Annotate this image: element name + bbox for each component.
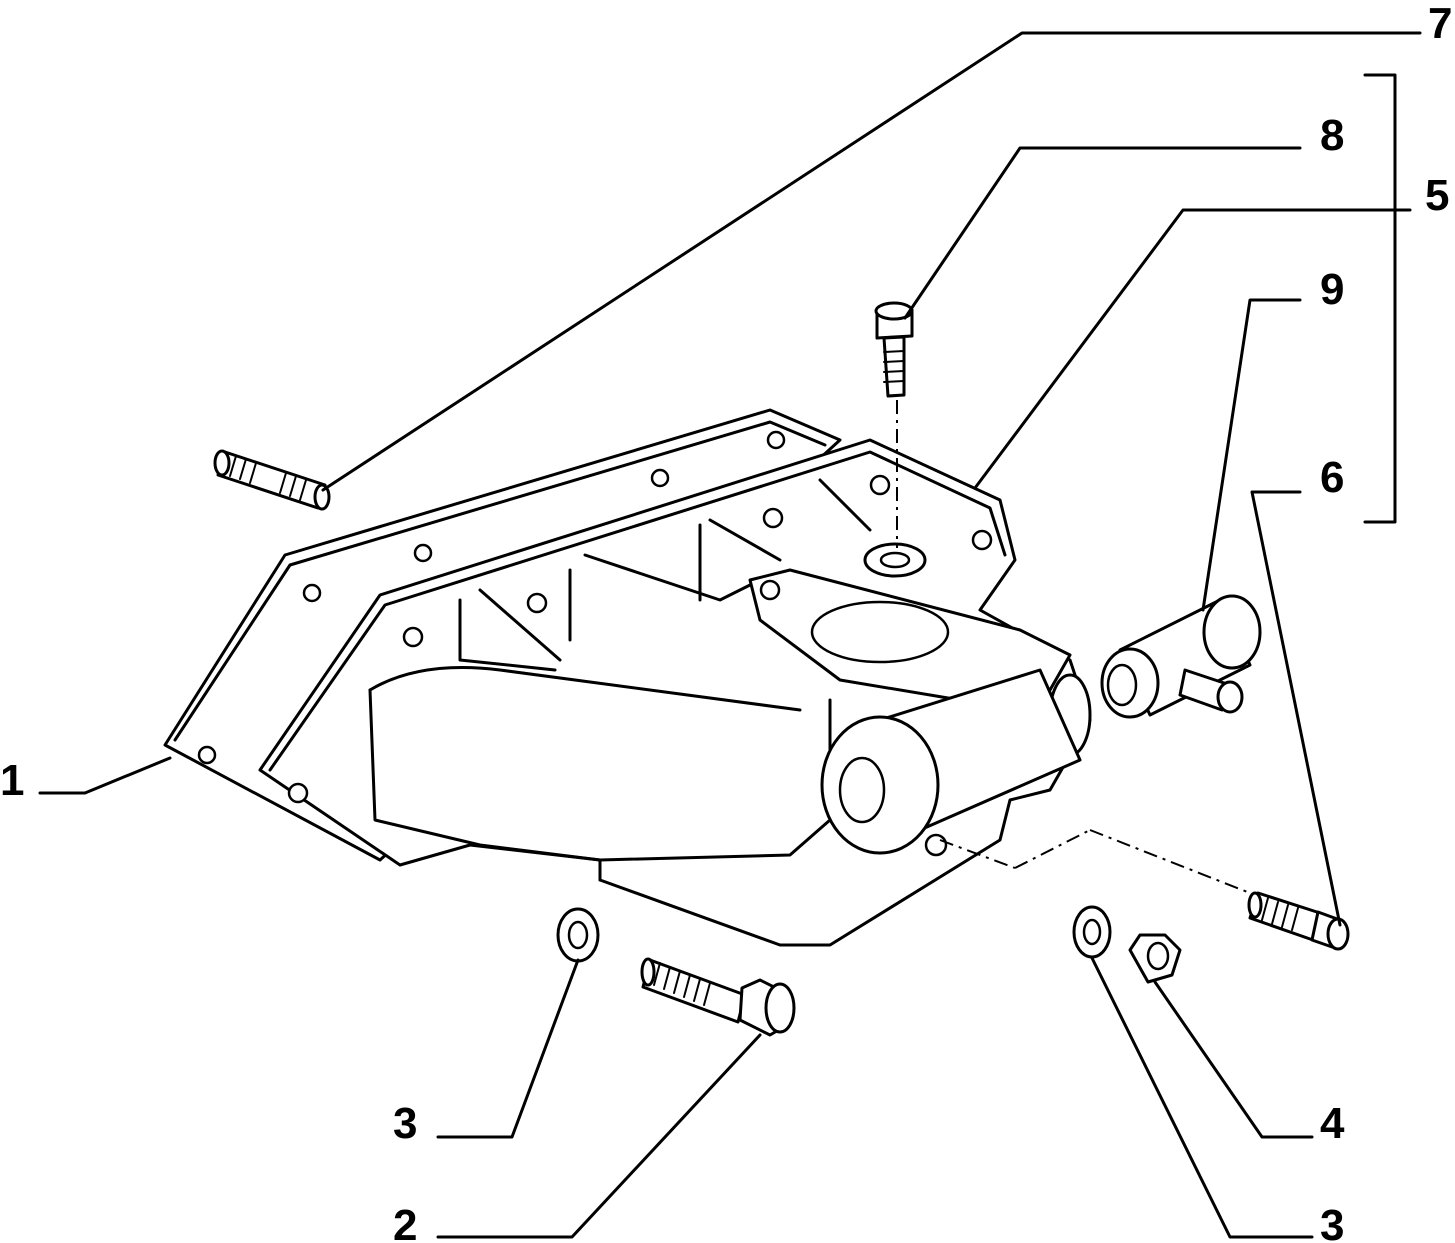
bolt-8 <box>874 301 914 548</box>
nut-4 <box>1128 933 1182 984</box>
callout-1: 1 <box>0 756 24 805</box>
union-fitting-9 <box>1100 594 1262 719</box>
callout-6: 6 <box>1320 453 1344 502</box>
callout-2: 2 <box>393 1201 417 1243</box>
callout-3-left: 3 <box>393 1099 417 1148</box>
leader-lines <box>38 31 1422 1239</box>
callout-7: 7 <box>1428 0 1452 48</box>
callout-9: 9 <box>1320 265 1344 314</box>
washer-3-right <box>1072 905 1112 959</box>
housing-cover <box>258 438 1092 947</box>
callout-5: 5 <box>1425 171 1449 220</box>
stud-7 <box>213 449 331 511</box>
washer-3-left <box>556 907 600 963</box>
bolt-2 <box>640 957 796 1037</box>
screw-6 <box>939 829 1350 951</box>
callout-3-right: 3 <box>1320 1201 1344 1243</box>
callout-4: 4 <box>1320 1099 1345 1148</box>
callout-8: 8 <box>1320 111 1344 160</box>
